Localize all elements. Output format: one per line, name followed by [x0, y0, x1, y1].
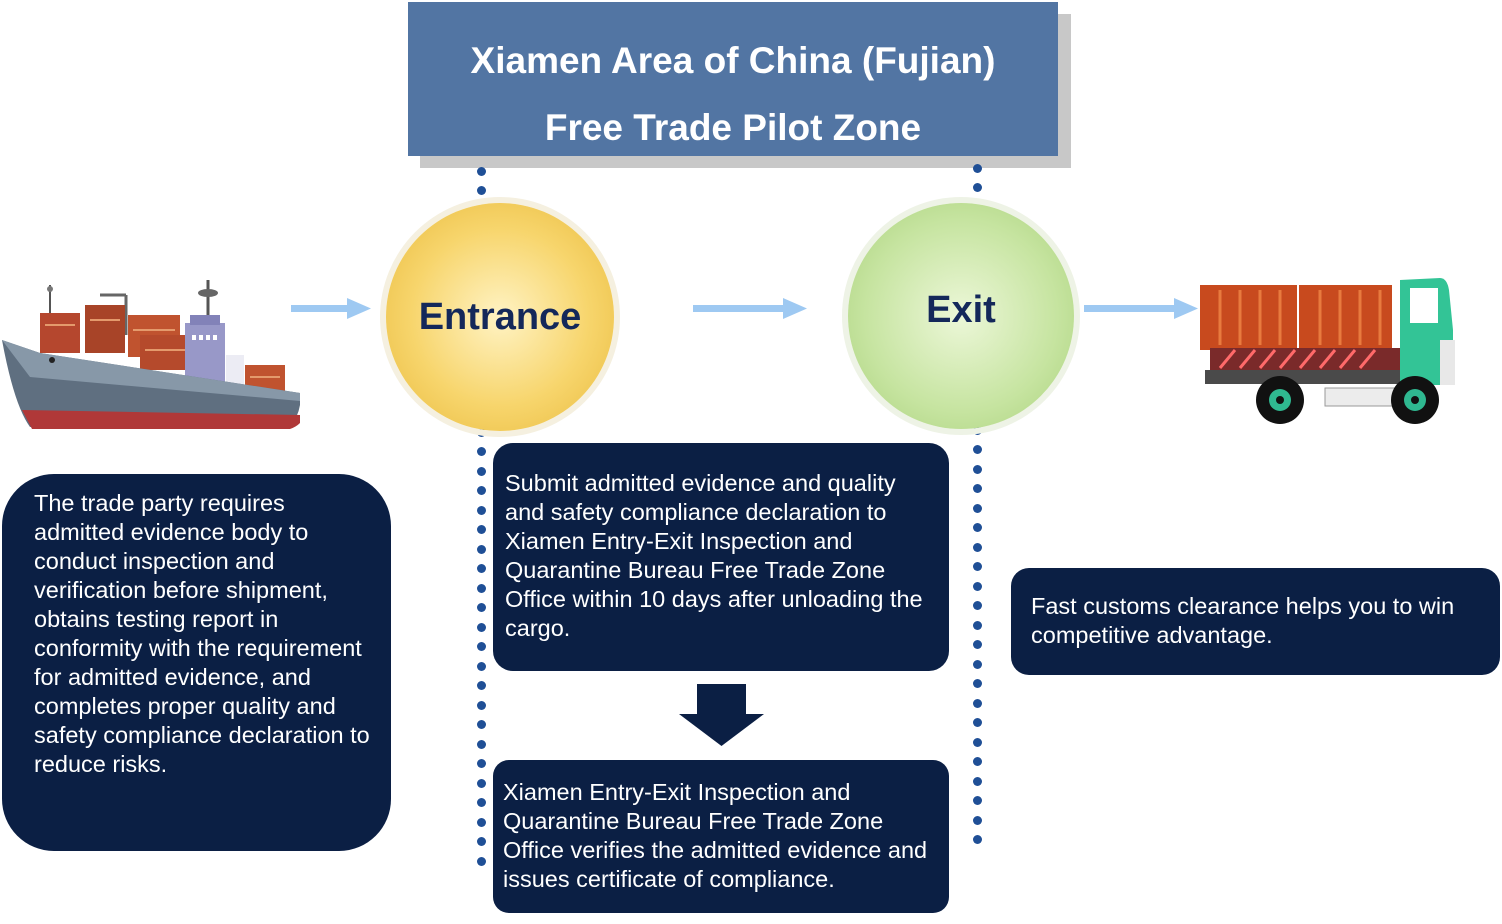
arrow-entrance-to-exit [693, 298, 807, 319]
connector-dot [476, 778, 486, 788]
arrow-exit-to-truck [1084, 298, 1198, 319]
connector-dot [476, 661, 486, 671]
connector-dot [972, 835, 982, 844]
connector-dot [972, 163, 982, 173]
cargo-ship-icon [2, 280, 300, 429]
connector-dot [972, 503, 982, 513]
connector-dot [972, 581, 982, 591]
connector-dot [972, 718, 982, 727]
connector-dot [972, 445, 982, 454]
connector-dot [476, 700, 486, 710]
connector-dot [476, 427, 486, 437]
entrance-circle: Entrance [386, 203, 614, 431]
connector-dot [476, 525, 486, 534]
connector-dot [972, 183, 982, 192]
connector-dot [476, 166, 486, 176]
trade-party-text: The trade party requires admitted eviden… [34, 490, 370, 777]
connector-dot [972, 542, 982, 552]
verification-text: Xiamen Entry-Exit Inspection and Quarant… [503, 779, 928, 892]
connector-dot [476, 486, 486, 495]
submit-declaration-text: Submit admitted evidence and quality and… [505, 470, 923, 641]
exit-label: Exit [926, 288, 996, 331]
connector-dot [972, 601, 982, 610]
connector-dot [972, 484, 982, 493]
title-line-1: Xiamen Area of China (Fujian) [470, 40, 996, 81]
title-banner: Xiamen Area of China (Fujian) Free Trade… [408, 2, 1058, 156]
connector-dot [476, 505, 486, 515]
entrance-label: Entrance [418, 295, 582, 338]
connector-dot [476, 798, 486, 807]
connector-dot [972, 679, 982, 688]
connector-dot [972, 425, 982, 435]
arrow-ship-to-entrance [291, 298, 371, 319]
connector-dot [476, 466, 486, 476]
connector-dot [476, 622, 486, 632]
verification-box: Xiamen Entry-Exit Inspection and Quarant… [493, 760, 949, 913]
connector-dot [476, 544, 486, 554]
connector-dot [972, 698, 982, 708]
connector-dot [476, 817, 486, 827]
connector-dot [476, 583, 486, 593]
submit-declaration-box: Submit admitted evidence and quality and… [493, 443, 949, 671]
cargo-truck-icon [1200, 278, 1455, 424]
connector-dot [972, 757, 982, 766]
title-line-2: Free Trade Pilot Zone [544, 107, 922, 148]
connector-dot [972, 796, 982, 805]
connector-dot [972, 776, 982, 786]
connector-dot [972, 815, 982, 825]
connector-dot [476, 681, 486, 690]
connector-dot [972, 562, 982, 571]
connector-dot [476, 603, 486, 612]
connector-dot [972, 620, 982, 630]
connector-dot [972, 523, 982, 532]
down-arrow [679, 684, 764, 746]
fast-clearance-box: Fast customs clearance helps you to win … [1011, 568, 1500, 675]
trade-party-box: The trade party requires admitted eviden… [2, 474, 391, 851]
connector-dot [476, 739, 486, 749]
connector-dot [476, 759, 486, 768]
connector-dot [476, 837, 486, 846]
connector-dot [476, 186, 486, 195]
exit-circle: Exit [848, 203, 1074, 429]
connector-dot [476, 447, 486, 456]
connector-dot [972, 737, 982, 747]
connector-dot [972, 640, 982, 649]
connector-dot [476, 564, 486, 573]
fast-clearance-text: Fast customs clearance helps you to win … [1031, 593, 1455, 648]
connector-dot [476, 856, 486, 866]
connector-dot [476, 642, 486, 651]
connector-dot [476, 720, 486, 729]
connector-dot [972, 464, 982, 474]
connector-dot [972, 659, 982, 669]
